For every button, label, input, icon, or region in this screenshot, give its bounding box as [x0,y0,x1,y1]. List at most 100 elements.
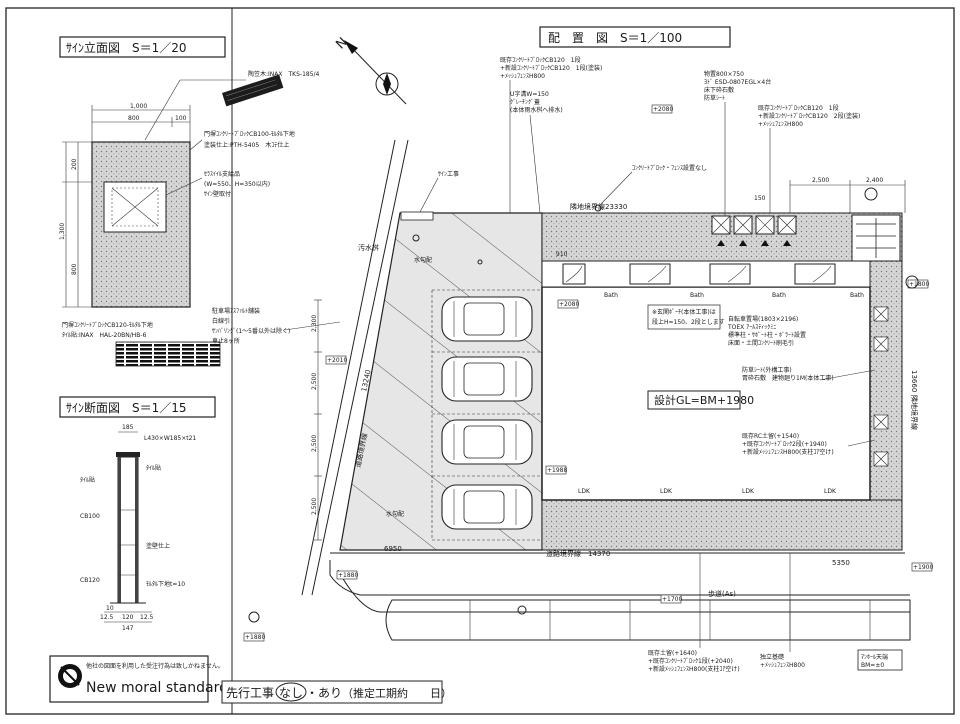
sign-wall-plan [400,211,434,221]
post-note-2: +ﾒｯｼｭﾌｪﾝｽH800 [760,662,805,669]
prior-work-prefix: 先行工事 [226,686,274,700]
layout-plan-title-box [539,26,731,48]
retain-note-1: 既存RC土留(+1540) [742,432,799,440]
level-road: +1880 [338,572,358,579]
left-dim-chain [314,299,322,541]
option-separator: ・ [306,686,318,700]
parking-note-4: 車止8ヶ所 [212,337,240,345]
block-fence-note: ｺﾝｸﾘｰﾄﾌﾞﾛｯｸ・ﾌｪﾝｽ設置なし [632,164,707,172]
level-sw: +1880 [245,634,265,641]
ldk-1: LDK [578,488,591,495]
north-label: N [333,35,350,52]
sign-elevation-title: ｻｲﾝ立面図 S＝1／20 [66,40,187,55]
dim-5350: 5350 [832,559,850,567]
sign-section-title-box [59,396,216,418]
bike-note-1: 自転車置場(1803×2196) [728,315,798,323]
weed-note-2: 胃砕石敷 建物廻り1M(本体工事) [742,374,834,382]
road-boundary: 道路境界線 14370 [546,549,610,558]
level-mid: +1988 [547,467,567,474]
parking-stalls [431,289,542,541]
sign-elevation-title-box [59,36,226,58]
prior-work-box [221,680,443,704]
bike-note-3: 標準柱・ｻﾎﾟｰﾄ柱・ﾎﾞﾗｰﾄ設置 [728,331,806,339]
bm-box [857,649,903,671]
storage-note-3: 床下砕石敷 [704,86,734,94]
bath-label-2: Bath [690,292,704,299]
dim-910: 910 [556,251,568,258]
boundary-top: 隣地境界線23330 [570,202,627,211]
wall-note-1: 既存ｺﾝｸﾘｰﾄﾌﾞﾛｯｸCB120 1段 [500,56,581,64]
gutter-note-3: (本体雨水桝へ排水) [510,106,563,114]
section-mortar: ﾓﾙﾀﾙ下地t=10 [146,580,185,588]
section-dim-b5: 147 [122,625,134,632]
bath-fixtures [562,263,836,285]
sign-note-3: ｻｲﾝ壁取付 [204,190,231,198]
ldk-2: LDK [660,488,673,495]
brand-notice: 他社の図面を利用した受注行為は致しかねません。 [86,662,224,670]
dim-2300: 2,300 [311,315,318,332]
section-dim-b3: 120 [122,614,134,621]
option-none[interactable]: なし [279,686,303,700]
sign-section-title: ｻｲﾝ断面図 S＝1／15 [66,400,187,415]
sign-work-note: ｻｲﾝ工事 [438,170,459,178]
retain-note-2: +既存ｺﾝｸﾘｰﾄﾌﾞﾛｯｸ2段(+1940) [742,440,827,448]
bottom-retain-1: 既存土留(+1640) [648,649,697,657]
rain-bottom: 水勾配 [386,510,404,518]
section-dim-b4: 12.5 [140,614,154,621]
selected-option-circle [275,682,307,702]
ldk-4: LDK [824,488,837,495]
section-dim-b2: 12.5 [100,614,114,621]
dim-6950: 6950 [384,545,402,553]
car-4 [441,484,533,530]
dim-2500b: 2,500 [311,373,318,390]
bm-note-2: BM=±0 [861,662,884,669]
tile-note-1: 門塀ｺﾝｸﾘｰﾄﾌﾞﾛｯｸCB120-ﾓﾙﾀﾙ下地 [62,321,153,329]
sign-section: ｻｲﾝ断面図 S＝1／15 185 L430×W185×t21 ﾀｲﾙ貼 ﾀｲﾙ… [59,396,216,632]
dim-top-right: 100 [175,115,187,122]
dim-2500c: 2,500 [311,435,318,452]
cap-note: 陶笠木:INAX TKS-185/4 [248,70,320,78]
level-top: +2080 [653,106,673,113]
dim-2400: 2,400 [866,177,883,184]
level-right-2: +1900 [913,564,933,571]
post-note-1: 独立基礎 [760,653,784,661]
cap-stone [222,74,284,107]
sign-elevation: ｻｲﾝ立面図 S＝1／20 陶笠木:INAX TKS-185/4 1,000 8… [59,36,341,367]
north-arrow: N [333,35,407,105]
design-gl: 設計GL=BM+1980 [654,393,754,407]
level-left: +2010 [327,357,347,364]
dim-top-left: 800 [128,115,140,122]
sign-note-1: ｾﾗｽｲｲﾙ支給品 [204,170,240,178]
layout-plan-title: 配 置 図 S＝1／100 [548,31,682,45]
bath-label-1: Bath [604,292,618,299]
brand-name: New moral standard [86,680,228,696]
option-yes[interactable]: あり [318,686,342,700]
layout-plan: 配 置 図 S＝1／100 N [243,26,933,673]
car-2 [441,356,533,402]
section-cb120: CB120 [80,577,100,584]
rain-top: 水勾配 [414,256,432,264]
storage-units [711,215,797,246]
wall-note-3: +ﾒｯｼｭﾌｪﾝｽH800 [500,73,545,80]
section-cap [116,452,140,457]
dim-150: 150 [754,195,766,202]
gutter-note-2: ｸﾞﾚｰﾁﾝｸﾞ蓋 [510,98,540,106]
section-tile-label: ﾀｲﾙ貼 [146,464,161,472]
bath-label-3: Bath [772,292,786,299]
car-3 [441,419,533,465]
tile-swatch [115,341,221,367]
dim-13660: 13660 [910,370,918,392]
retain-note-3: +新設ﾒｯｼｭﾌｪﾝｽH800(支柱ｺｱ空け) [742,448,834,456]
storage-note-2: ﾖﾄﾞ ESD-0807EGL×4台 [704,78,771,86]
dim-top-total: 1,000 [130,103,147,110]
bottom-retain-2: +既存ｺﾝｸﾘｰﾄﾌﾞﾛｯｸ1段(+2040) [648,657,733,665]
porch-note-2: 段上H=150、2段とします [652,318,725,326]
sewage-label: 汚水桝 [358,243,379,252]
wall-note-2: +新設ｺﾝｸﾘｰﾄﾌﾞﾛｯｸCB120 1段(塗装) [500,64,602,72]
design-gl-box [647,390,741,410]
section-top-label: L430×W185×t21 [144,435,196,442]
bike-note-2: TOEX ｱｰﾙｽﾃｨｯｸﾐﾆ [727,324,776,331]
storage-note-4: 防草ｼｰﾄ [704,94,725,102]
